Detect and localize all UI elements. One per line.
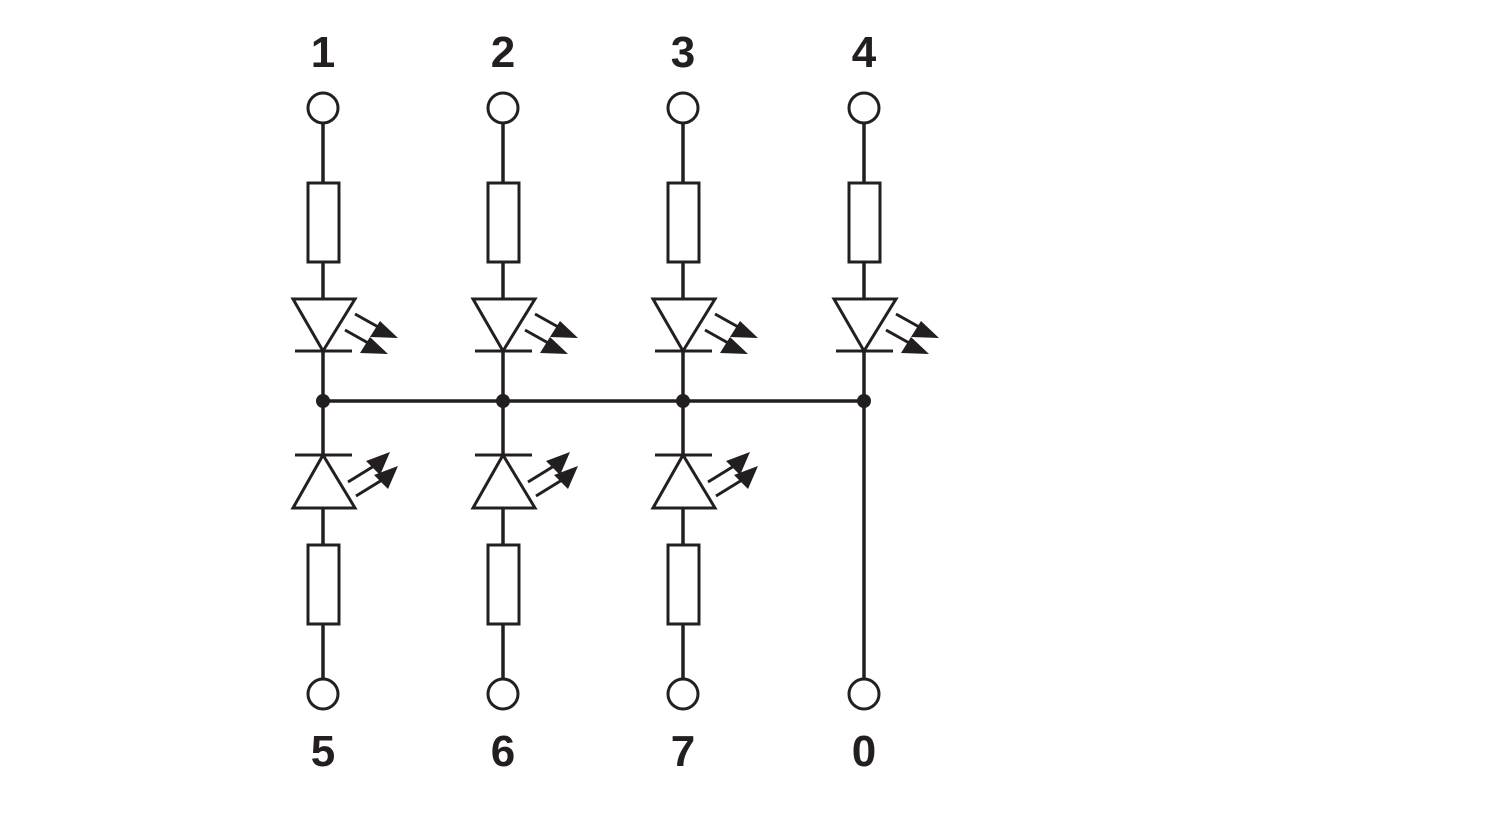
terminal-1: [306, 91, 340, 125]
terminal-label-7: 7: [671, 727, 695, 776]
arrow-head: [730, 321, 758, 338]
led-lower-3: [650, 452, 758, 510]
junction-dot: [676, 394, 690, 408]
common-bus: [316, 394, 871, 408]
led-triangle: [290, 297, 358, 354]
channel-2: 2 6: [470, 28, 578, 776]
led-upper-3: [650, 297, 758, 354]
resistor-lower-2: [486, 543, 521, 626]
terminal-label-4: 4: [852, 28, 877, 77]
channel-1: 1 5: [290, 28, 398, 776]
light-ray: [347, 464, 375, 484]
light-ray: [895, 312, 922, 330]
led-triangle: [290, 452, 358, 510]
light-ray: [535, 478, 563, 498]
terminal-label-1: 1: [311, 28, 335, 77]
terminal-3: [666, 91, 700, 125]
led-triangle: [831, 297, 899, 354]
junction-dot: [316, 394, 330, 408]
light-ray: [704, 328, 731, 346]
arrow-head: [550, 321, 578, 338]
terminal-label-3: 3: [671, 28, 695, 77]
arrow-head: [546, 452, 570, 475]
led-triangle: [650, 452, 718, 510]
junction-dot: [857, 394, 871, 408]
terminal-5: [306, 677, 340, 711]
channel-3: 3 7: [650, 28, 758, 776]
light-ray: [355, 478, 383, 498]
junction-dot: [496, 394, 510, 408]
light-ray: [534, 312, 561, 330]
resistor-upper-1: [306, 181, 341, 264]
led-upper-2: [470, 297, 578, 354]
resistor-lower-3: [666, 543, 701, 626]
arrow-head: [366, 452, 390, 475]
resistor-upper-4: [847, 181, 882, 264]
terminal-label-2: 2: [491, 28, 515, 77]
terminal-label-5: 5: [311, 727, 335, 776]
arrow-head: [374, 466, 398, 489]
light-ray: [344, 328, 371, 346]
arrow-head: [911, 321, 939, 338]
led-upper-1: [290, 297, 398, 354]
light-ray: [885, 328, 912, 346]
light-ray: [354, 312, 381, 330]
light-ray: [527, 464, 555, 484]
terminal-label-0: 0: [852, 727, 876, 776]
terminal-label-6: 6: [491, 727, 515, 776]
arrow-head: [734, 466, 758, 489]
arrow-head: [554, 466, 578, 489]
terminal-6: [486, 677, 520, 711]
arrow-head: [726, 452, 750, 475]
light-ray: [524, 328, 551, 346]
led-upper-4: [831, 297, 939, 354]
arrow-head: [540, 337, 568, 354]
resistor-upper-2: [486, 181, 521, 264]
arrow-head: [360, 337, 388, 354]
terminal-4: [847, 91, 881, 125]
light-ray: [714, 312, 741, 330]
arrow-head: [901, 337, 929, 354]
resistor-upper-3: [666, 181, 701, 264]
terminal-0: [847, 677, 881, 711]
resistor-lower-1: [306, 543, 341, 626]
light-ray: [707, 464, 735, 484]
arrow-head: [370, 321, 398, 338]
led-triangle: [650, 297, 718, 354]
light-ray: [715, 478, 743, 498]
arrow-head: [720, 337, 748, 354]
channel-4: 4 0: [831, 28, 939, 776]
terminal-2: [486, 91, 520, 125]
led-lower-2: [470, 452, 578, 510]
led-lower-1: [290, 452, 398, 510]
led-triangle: [470, 297, 538, 354]
terminal-7: [666, 677, 700, 711]
led-triangle: [470, 452, 538, 510]
